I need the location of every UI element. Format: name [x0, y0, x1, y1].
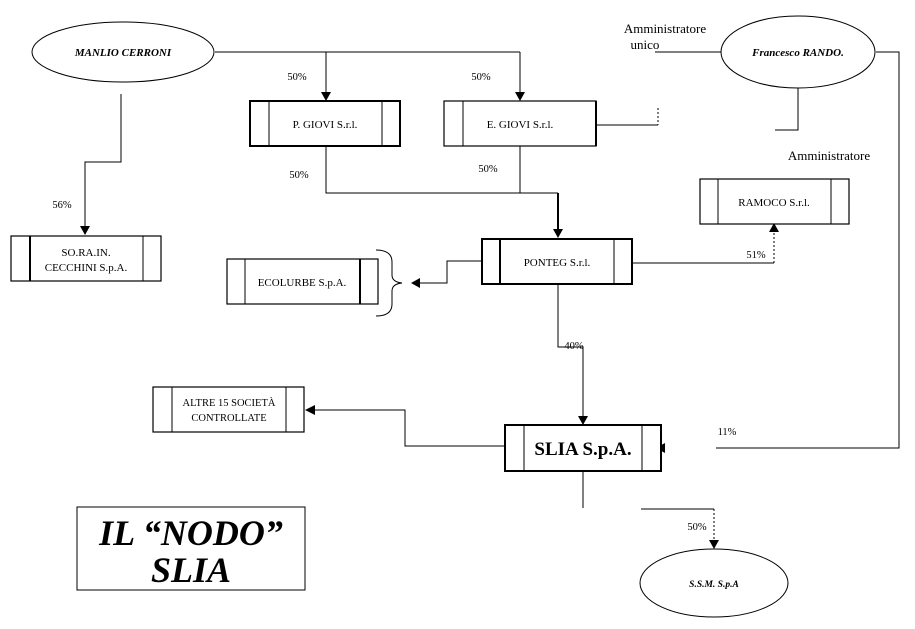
stake-rando-slia: 11% — [718, 427, 737, 438]
connector-slia-altre — [315, 409, 505, 447]
company-altre-label-line2: CONTROLLATE — [191, 413, 266, 424]
stake-ponteg-ramoco: 51% — [746, 250, 766, 261]
arrow-icon — [321, 92, 331, 101]
arrow-icon — [553, 229, 563, 238]
arrow-icon — [411, 278, 420, 288]
role-admin: Amministratore — [788, 148, 871, 163]
connector-cerroni-sorain — [84, 94, 122, 226]
stake-cerroni-sorain: 56% — [52, 200, 72, 211]
company-ssm-label: S.S.M. S.p.A — [689, 580, 739, 590]
arrow-icon — [305, 405, 315, 415]
diagram-title-box: IL “NODO” SLIA — [76, 506, 306, 591]
stake-slia-ssm: 50% — [687, 522, 707, 533]
stake-ponteg-slia: 40% — [564, 341, 584, 352]
diagram-title-line1: IL “NODO” — [98, 513, 283, 553]
stake-cerroni-egiovi: 50% — [471, 72, 491, 83]
arrow-icon — [515, 92, 525, 101]
stake-egiovi-ponteg: 50% — [478, 164, 498, 175]
company-e-giovi[interactable]: E. GIOVI S.r.l. — [443, 100, 597, 147]
company-altre-label-line1: ALTRE 15 SOCIETÀ — [183, 397, 276, 409]
company-ponteg[interactable]: PONTEG S.r.l. — [481, 238, 633, 285]
role-admin-unico-line1: Amministratore — [624, 21, 707, 36]
arrow-icon — [578, 416, 588, 425]
company-sorain-cecchini[interactable]: SO.RA.IN. CECCHINI S.p.A. — [10, 235, 162, 282]
person-rando-label: Francesco RANDO. — [751, 47, 844, 59]
connector-rando-admin — [775, 88, 799, 131]
connector-pgiovi-ponteg — [325, 145, 558, 194]
company-sorain-label-line1: SO.RA.IN. — [61, 247, 110, 259]
company-altre-15[interactable]: ALTRE 15 SOCIETÀ CONTROLLATE — [152, 386, 305, 433]
stake-cerroni-pgiovi: 50% — [287, 72, 307, 83]
person-cerroni[interactable]: MANLIO CERRONI — [31, 21, 215, 83]
person-cerroni-label: MANLIO CERRONI — [74, 47, 172, 59]
company-slia-label: SLIA S.p.A. — [534, 439, 631, 460]
company-ssm[interactable]: S.S.M. S.p.A — [639, 548, 789, 618]
person-rando[interactable]: Francesco RANDO. — [720, 15, 876, 89]
connector-rando-slia — [716, 51, 900, 449]
arrow-icon — [709, 540, 719, 549]
role-admin-unico-line2: unico — [631, 37, 660, 52]
company-ponteg-label: PONTEG S.r.l. — [524, 257, 591, 269]
stake-pgiovi-ponteg: 50% — [289, 170, 309, 181]
company-ecolurbe[interactable]: ECOLURBE S.p.A. — [226, 258, 379, 305]
arrow-icon — [769, 223, 779, 232]
company-p-giovi-label: P. GIOVI S.r.l. — [293, 119, 358, 131]
company-ramoco-label: RAMOCO S.r.l. — [738, 197, 810, 209]
connector-ponteg-ecolurbe — [420, 260, 482, 284]
connector-ponteg-slia — [557, 284, 584, 416]
brace-icon — [375, 249, 403, 317]
company-slia[interactable]: SLIA S.p.A. — [504, 424, 662, 472]
arrow-icon — [80, 226, 90, 235]
company-p-giovi[interactable]: P. GIOVI S.r.l. — [249, 100, 401, 147]
company-sorain-label-line2: CECCHINI S.p.A. — [45, 262, 128, 274]
diagram-title-line2: SLIA — [151, 550, 231, 590]
company-ecolurbe-label: ECOLURBE S.p.A. — [258, 277, 347, 289]
company-e-giovi-label: E. GIOVI S.r.l. — [487, 119, 554, 131]
company-ramoco[interactable]: RAMOCO S.r.l. — [699, 178, 850, 225]
